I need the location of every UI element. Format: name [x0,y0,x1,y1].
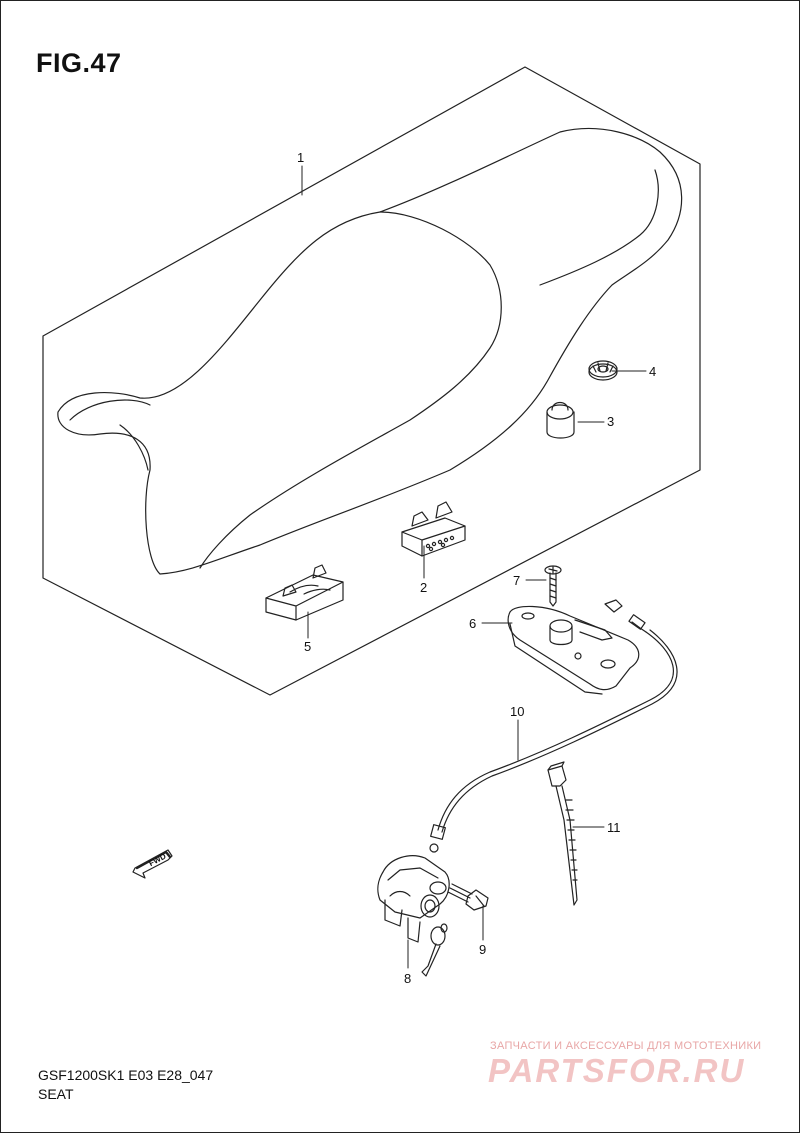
watermark-logo: PARTSFOR.RU [488,1052,746,1089]
watermark-tagline: ЗАПЧАСТИ И АКСЕССУАРЫ ДЛЯ МОТОТЕХНИКИ [490,1040,762,1052]
screw-7-drawing [544,565,562,607]
seat-lock-drawing [377,855,450,977]
cushion-block-5-drawing [265,564,344,621]
cable-drawing [429,614,678,853]
seat-lock-base-drawing [507,599,640,695]
cushion-drawing [546,401,575,439]
callout-7: 7 [513,573,520,588]
figure-title: FIG.47 [36,48,122,78]
callout-10: 10 [510,704,524,719]
callout-2: 2 [420,580,427,595]
callout-4: 4 [649,364,656,379]
damper-ring-drawing [588,360,618,381]
cushion-block-2-drawing [401,501,466,557]
seat-drawing [57,127,683,575]
callout-6: 6 [469,616,476,631]
callout-5: 5 [304,639,311,654]
cable-tie-drawing [547,761,578,906]
callout-9: 9 [479,942,486,957]
model-code: GSF1200SK1 E03 E28_047 [38,1067,214,1083]
section-name: SEAT [38,1086,74,1102]
screw-9-drawing [447,883,489,911]
leader-lines [301,165,647,969]
callout-3: 3 [607,414,614,429]
callout-1: 1 [297,150,304,165]
assembly-box [42,66,701,696]
callout-8: 8 [404,971,411,986]
forward-arrow-icon [132,849,173,879]
callout-11: 11 [607,820,621,835]
